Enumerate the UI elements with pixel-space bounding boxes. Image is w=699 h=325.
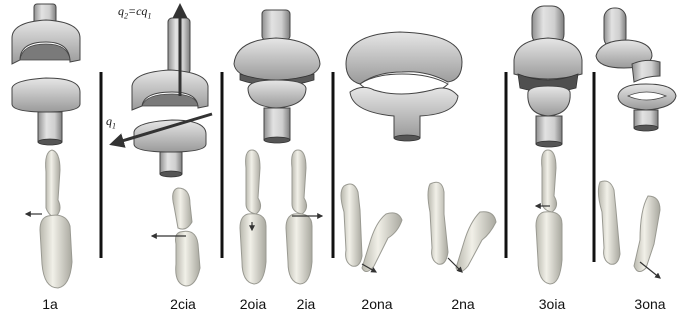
q2-equation-label: q2=cq1 bbox=[118, 4, 151, 20]
joint-model-3oia bbox=[514, 6, 582, 147]
panel-label-2oia: 2oia bbox=[240, 296, 266, 312]
panel-label-3oia: 3oia bbox=[539, 296, 565, 312]
finger-bones-2cia bbox=[152, 188, 200, 286]
finger-bones-2na bbox=[428, 182, 496, 272]
q1-axis-label: q1 bbox=[106, 114, 116, 130]
panel-label-2ona: 2ona bbox=[361, 296, 392, 312]
panel-label-2ia: 2ia bbox=[297, 296, 316, 312]
panel-label-3ona: 3ona bbox=[634, 296, 665, 312]
panel-label-1a: 1a bbox=[42, 296, 58, 312]
joint-model-2oia bbox=[234, 10, 320, 143]
finger-bones-3oia bbox=[536, 150, 562, 284]
finger-bones-2oia bbox=[240, 150, 266, 284]
panel-label-2na: 2na bbox=[451, 296, 474, 312]
finger-bones-1a bbox=[26, 150, 72, 288]
finger-bones-3ona bbox=[598, 181, 660, 278]
joint-model-saddle bbox=[346, 32, 462, 141]
finger-bones-2ona bbox=[341, 184, 402, 272]
joint-model-1a bbox=[12, 4, 80, 145]
panel-label-2cia: 2cia bbox=[170, 296, 196, 312]
joint-model-3ona bbox=[596, 8, 676, 131]
finger-bones-2ia bbox=[286, 150, 322, 284]
joint-model-2cia bbox=[112, 6, 212, 177]
